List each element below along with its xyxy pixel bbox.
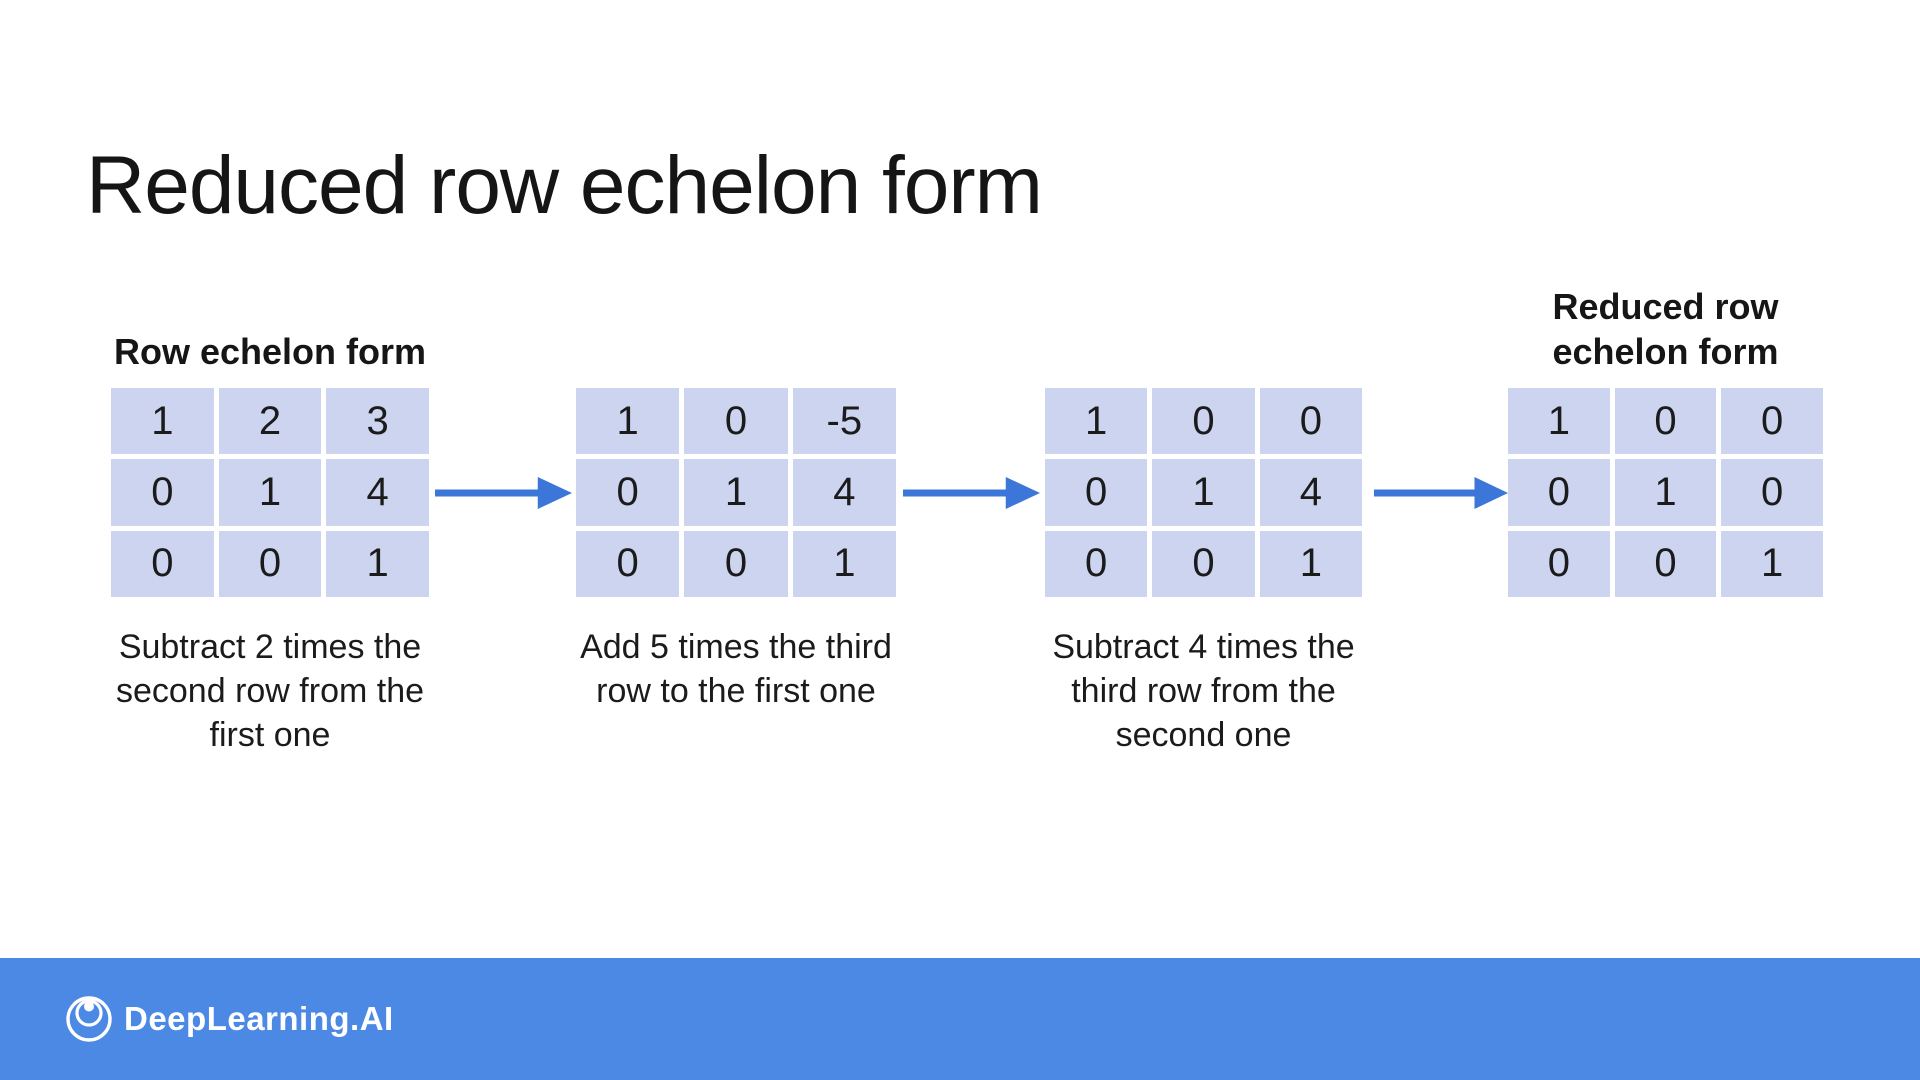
arrow-right-icon [901,475,1042,511]
matrix-cell: 0 [1045,459,1148,526]
arrow-right-icon [1372,475,1510,511]
matrix-label-line: echelon form [1552,331,1779,372]
matrix-cell: 0 [684,388,788,455]
stage-row-echelon-form: Row echelon form 1 2 3 0 1 4 0 0 1 Subtr… [111,331,429,754]
matrix-cell: -5 [792,388,896,455]
stage-step-2: 1 0 -5 0 1 4 0 0 1 Add 5 times the third… [576,388,896,710]
matrix-cell: 3 [326,388,429,455]
matrix-table: 1 2 3 0 1 4 0 0 1 [111,388,429,597]
operation-caption: Subtract 4 times the third row from the … [1052,625,1354,757]
operation-caption-line: first one [209,716,331,754]
matrix-cell: 1 [576,388,680,455]
footer-brand: DeepLearning.AI [124,1000,394,1037]
operation-caption-line: row to the first one [596,672,876,710]
matrix-cell: 0 [1721,388,1823,455]
matrix-cell: 1 [326,530,429,597]
matrix-label: Row echelon form [114,329,426,374]
matrix-cell: 0 [1614,388,1717,455]
matrix-cell: 0 [576,530,680,597]
matrix-cell: 1 [218,459,322,526]
matrix-cell: 1 [1152,459,1255,526]
slide-title: Reduced row echelon form [86,139,1043,231]
matrix-cell: 0 [1152,530,1255,597]
operation-caption: Add 5 times the third row to the first o… [580,625,892,713]
matrix-cell: 1 [1259,530,1362,597]
matrix-cell: 4 [326,459,429,526]
operation-caption-line: second row from the [115,672,425,710]
operation-caption-line: third row from the [1071,672,1336,710]
matrix-cell: 0 [1045,530,1148,597]
deeplearning-logo-icon [64,994,114,1044]
matrix-label-line: Reduced row [1552,286,1779,327]
deeplearning-brand: DeepLearning.AI [64,958,394,1080]
matrix-label: Reduced row echelon form [1552,284,1778,374]
matrix-table: 1 0 0 0 1 4 0 0 1 [1045,388,1362,597]
matrix-cell: 0 [1614,530,1717,597]
operation-caption-line: Subtract 2 times the [118,628,422,666]
matrix-cell: 0 [111,530,214,597]
matrix-cell: 0 [218,530,322,597]
matrix-cell: 1 [1508,388,1610,455]
matrix-cell: 1 [684,459,788,526]
matrix-cell: 0 [111,459,214,526]
footer-band: DeepLearning.AI [0,958,1920,1080]
matrix-cell: 0 [1259,388,1362,455]
matrix-cell: 1 [1721,530,1823,597]
matrix-cell: 1 [111,388,214,455]
matrix-table: 1 0 0 0 1 0 0 0 1 [1508,388,1823,597]
matrix-cell: 4 [1259,459,1362,526]
arrow-right-icon [433,475,574,511]
matrix-cell: 0 [1508,530,1610,597]
matrix-cell: 1 [792,530,896,597]
operation-caption: Subtract 2 times the second row from the… [116,625,424,757]
stage-step-3: 1 0 0 0 1 4 0 0 1 Subtract 4 times the t… [1045,388,1362,754]
operation-caption-line: Add 5 times the third [580,628,892,666]
matrix-cell: 0 [1152,388,1255,455]
matrix-cell: 1 [1045,388,1148,455]
matrix-cell: 0 [1721,459,1823,526]
matrix-cell: 2 [218,388,322,455]
operation-caption-line: Subtract 4 times the [1052,628,1355,666]
matrix-cell: 1 [1614,459,1717,526]
matrix-label-line: Row echelon form [113,331,427,372]
stage-reduced-row-echelon-form: Reduced row echelon form 1 0 0 0 1 0 0 0… [1508,286,1823,597]
matrix-table: 1 0 -5 0 1 4 0 0 1 [576,388,896,597]
matrix-cell: 0 [576,459,680,526]
matrix-cell: 0 [1508,459,1610,526]
matrix-cell: 0 [684,530,788,597]
operation-caption-line: second one [1115,716,1292,754]
matrix-cell: 4 [792,459,896,526]
